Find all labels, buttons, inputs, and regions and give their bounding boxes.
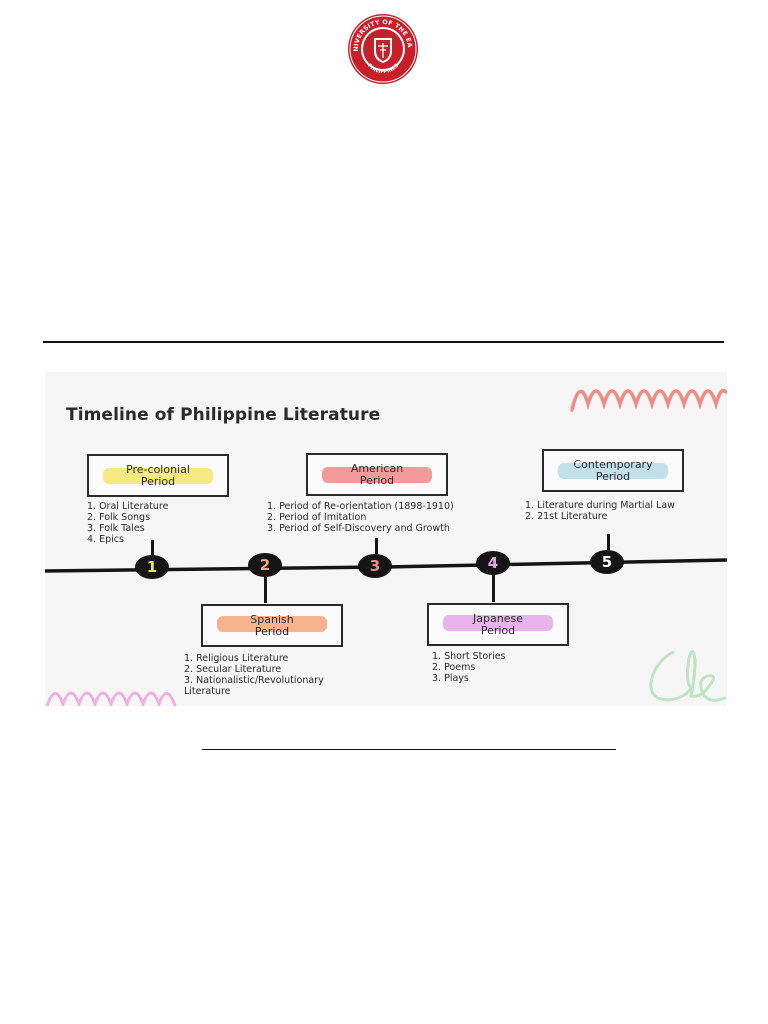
horizontal-rule-top [43,341,724,343]
list-item: 1. Short Stories [432,651,506,662]
timeline-title: Timeline of Philippine Literature [66,405,381,425]
timeline-node-3: 3 [358,554,392,578]
timeline-node-5: 5 [590,550,624,574]
timeline-node-1: 1 [135,555,169,579]
highlight-japanese [443,615,553,631]
list-item: 1. Period of Re-orientation (1898-1910) [267,501,454,512]
list-item: 4. Epics [87,534,124,545]
period-label-japanese: Japanese Period [473,611,523,637]
list-item: 3. Plays [432,673,469,684]
list-item: 2. Secular Literature [184,664,282,675]
period-box-precolonial: Pre-colonial Period [87,454,229,497]
highlight-precolonial [103,468,213,484]
list-item: 3. Nationalistic/Revolutionary [184,675,324,686]
list-item: 2. Folk Songs [87,512,151,523]
list-item: Literature [184,686,231,697]
highlight-spanish [217,616,327,632]
list-item: 1. Religious Literature [184,653,289,664]
timeline-node-2: 2 [248,553,282,577]
list-item: 1. Oral Literature [87,501,169,512]
list-spanish: 1. Religious Literature 2. Secular Liter… [184,653,324,697]
period-label-precolonial: Pre-colonial Period [126,462,190,488]
highlight-contemporary [558,463,668,479]
period-label-american: American Period [350,461,404,487]
tick-2 [264,577,267,603]
period-box-japanese: Japanese Period [427,603,569,646]
list-american: 1. Period of Re-orientation (1898-1910) … [267,501,454,534]
tick-1 [151,540,154,556]
list-japanese: 1. Short Stories 2. Poems 3. Plays [432,651,506,684]
period-box-american: American Period [306,453,448,496]
period-label-spanish: Spanish Period [250,612,294,638]
zigzag-decoration-bottom-left [45,691,177,706]
list-item: 3. Period of Self-Discovery and Growth [267,523,450,534]
zigzag-decoration-top-right [570,388,727,412]
list-contemporary: 1. Literature during Martial Law 2. 21st… [525,500,675,522]
tick-4 [492,574,495,602]
timeline-node-4: 4 [476,551,510,575]
list-item: 1. Literature during Martial Law [525,500,675,511]
tick-5 [607,534,610,550]
tick-3 [375,538,378,554]
university-seal-logo: UNIVERSITY OF THE EAST PHILIPPINES [347,13,418,84]
horizontal-rule-bottom [202,749,616,750]
list-item: 2. 21st Literature [525,511,608,522]
highlight-american [322,467,432,483]
period-box-contemporary: Contemporary Period [542,449,684,492]
period-label-contemporary: Contemporary Period [573,457,653,483]
loop-decoration-bottom-right [649,650,727,702]
list-item: 3. Folk Tales [87,523,145,534]
list-item: 2. Period of Imitation [267,512,367,523]
period-box-spanish: Spanish Period [201,604,343,647]
timeline-figure: Timeline of Philippine Literature Pre-co… [45,372,727,706]
list-item: 2. Poems [432,662,476,673]
list-precolonial: 1. Oral Literature 2. Folk Songs 3. Folk… [87,501,168,545]
